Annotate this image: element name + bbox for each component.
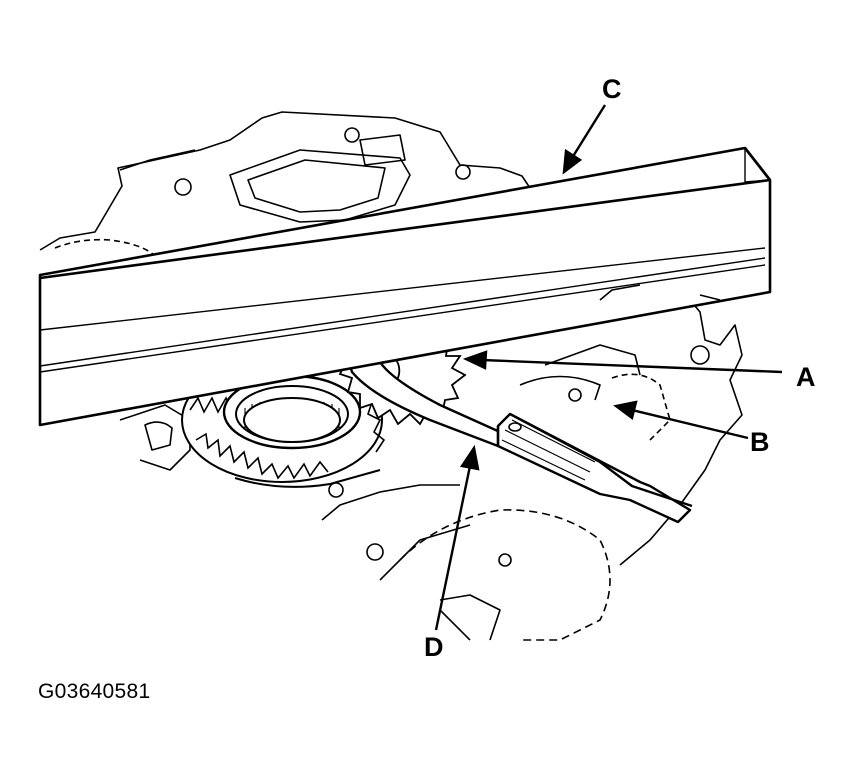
callout-b: B: [750, 427, 770, 457]
arrowhead-c: [562, 148, 583, 175]
callout-d: D: [424, 632, 444, 662]
straight-bar: [38, 146, 772, 427]
prybar-tool: [348, 346, 693, 524]
leader-line-c: [570, 104, 607, 159]
leader-lines: [434, 104, 783, 631]
housing-foreground-lines: [599, 284, 721, 301]
figure-id: G03640581: [38, 680, 151, 703]
callout-a: A: [796, 362, 816, 392]
arrowhead-a: [462, 350, 488, 370]
callout-c: C: [602, 74, 622, 104]
leader-line-b: [631, 408, 749, 440]
leader-line-a: [481, 358, 783, 374]
arrowhead-d: [459, 444, 480, 471]
leader-line-d: [434, 465, 472, 631]
arrowhead-b: [613, 400, 638, 421]
